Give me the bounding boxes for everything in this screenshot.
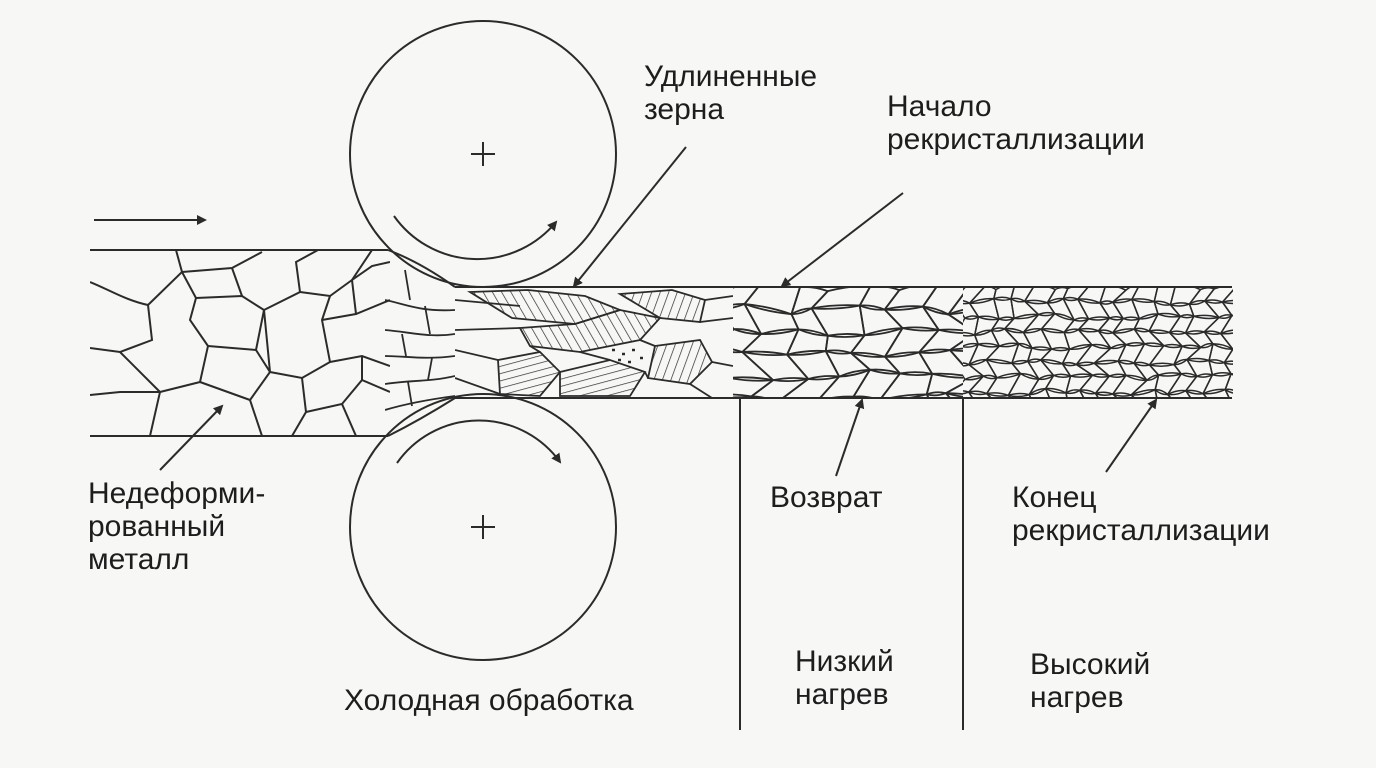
- recovery-grain: [755, 414, 795, 438]
- recovery-grain: [750, 395, 769, 398]
- recovery-grain: [781, 375, 842, 398]
- recovery-grains: [711, 287, 997, 447]
- upper-roller-rotation-arrow-icon: [393, 215, 558, 261]
- fine-grain: [1080, 408, 1105, 423]
- fine-grain: [1201, 388, 1231, 398]
- recovery-grain: [943, 382, 963, 398]
- fine-grain: [985, 392, 1012, 398]
- fine-grain: [1044, 387, 1068, 398]
- recrystallization-end-arrow-icon: [1105, 398, 1158, 473]
- recovery-grain: [946, 308, 963, 326]
- fine-grain: [1028, 406, 1053, 423]
- fine-grain: [974, 405, 1000, 426]
- recovery-grain: [851, 395, 876, 398]
- fine-grain: [1065, 389, 1085, 398]
- fine-grain: [1028, 387, 1051, 398]
- elongated-grains-arrow-icon: [572, 146, 687, 288]
- fine-grain: [1190, 408, 1217, 424]
- fine-grain: [1221, 289, 1233, 305]
- recrystallization-start-arrow-icon: [780, 192, 904, 288]
- fine-grain: [1203, 408, 1235, 424]
- undeformed-grains: [90, 250, 390, 436]
- fine-grain: [967, 287, 997, 305]
- fine-grain: [967, 390, 993, 398]
- fine-grain: [1111, 392, 1136, 398]
- lower-roller-rotation-arrow-icon: [396, 419, 562, 464]
- fine-grain: [1243, 328, 1269, 346]
- recovery-grain: [925, 391, 952, 398]
- fine-grain: [1239, 377, 1265, 395]
- lower-roller: [349, 393, 617, 661]
- fine-grain: [1223, 360, 1233, 376]
- fine-grain: [1154, 388, 1172, 398]
- undeformed-metal-arrow-icon: [159, 404, 224, 471]
- fine-grain: [1113, 404, 1147, 427]
- fine-grain: [992, 406, 1019, 427]
- fine-grain: [1167, 406, 1198, 423]
- fine-grain: [1224, 373, 1233, 394]
- zone-dividers: [739, 398, 964, 730]
- metal-strip: [90, 249, 1232, 437]
- label-cold-working: Холодная обработка: [344, 684, 634, 717]
- upper-roller: [349, 20, 617, 288]
- fine-grain: [1166, 389, 1192, 398]
- recovery-grain: [921, 305, 963, 334]
- fine-grain: [1184, 389, 1208, 398]
- recovery-grain: [820, 414, 870, 438]
- label-recovery: Возврат: [770, 481, 883, 514]
- fine-grain: [1219, 329, 1233, 350]
- recovery-grain: [886, 413, 937, 444]
- fine-grain: [1245, 404, 1267, 421]
- fine-grain: [1078, 389, 1100, 398]
- recovery-grain: [912, 414, 968, 445]
- fine-grain: [1094, 404, 1123, 425]
- fine-grain: [1059, 407, 1091, 422]
- fine-grain: [1221, 299, 1233, 317]
- fine-grain: [1224, 388, 1233, 398]
- fine-grain: [956, 406, 978, 424]
- fine-grain: [1238, 343, 1269, 363]
- recovery-grain: [885, 393, 930, 398]
- recovery-grain: [749, 377, 811, 398]
- recovery-grain: [917, 348, 963, 379]
- recovery-grain: [850, 415, 908, 440]
- recovery-grain: [742, 287, 802, 316]
- recovery-grain: [946, 293, 963, 316]
- compressed-grains: [385, 269, 455, 411]
- recovery-grain: [777, 400, 828, 415]
- fine-grain: [1245, 286, 1270, 304]
- recovery-arrow-icon: [835, 398, 865, 477]
- fine-grain: [1238, 359, 1265, 380]
- fine-grain: [1006, 392, 1032, 398]
- fine-grain: [1219, 314, 1233, 335]
- fine-grain: [1245, 301, 1271, 317]
- recovery-grain: [790, 287, 830, 316]
- elongated-grains: [455, 289, 733, 398]
- fine-grain: [1010, 407, 1035, 426]
- recovery-grain: [778, 412, 828, 437]
- fine-grain: [1048, 405, 1069, 422]
- fine-grain: [1239, 392, 1267, 408]
- recovery-grain: [711, 421, 762, 439]
- recovery-grain: [947, 340, 963, 352]
- fine-grain: [1150, 406, 1178, 423]
- recovery-grain: [852, 368, 902, 398]
- fine-grain: [1223, 348, 1233, 365]
- fine-grain: [1094, 391, 1119, 398]
- recovery-grain: [953, 417, 997, 447]
- leader-arrows: [159, 146, 1158, 477]
- fine-grain: [1243, 313, 1271, 331]
- recovery-grain: [943, 392, 963, 398]
- recrystallized-grains: [956, 286, 1271, 427]
- fine-grain: [1223, 405, 1248, 423]
- fine-grain: [1129, 389, 1158, 398]
